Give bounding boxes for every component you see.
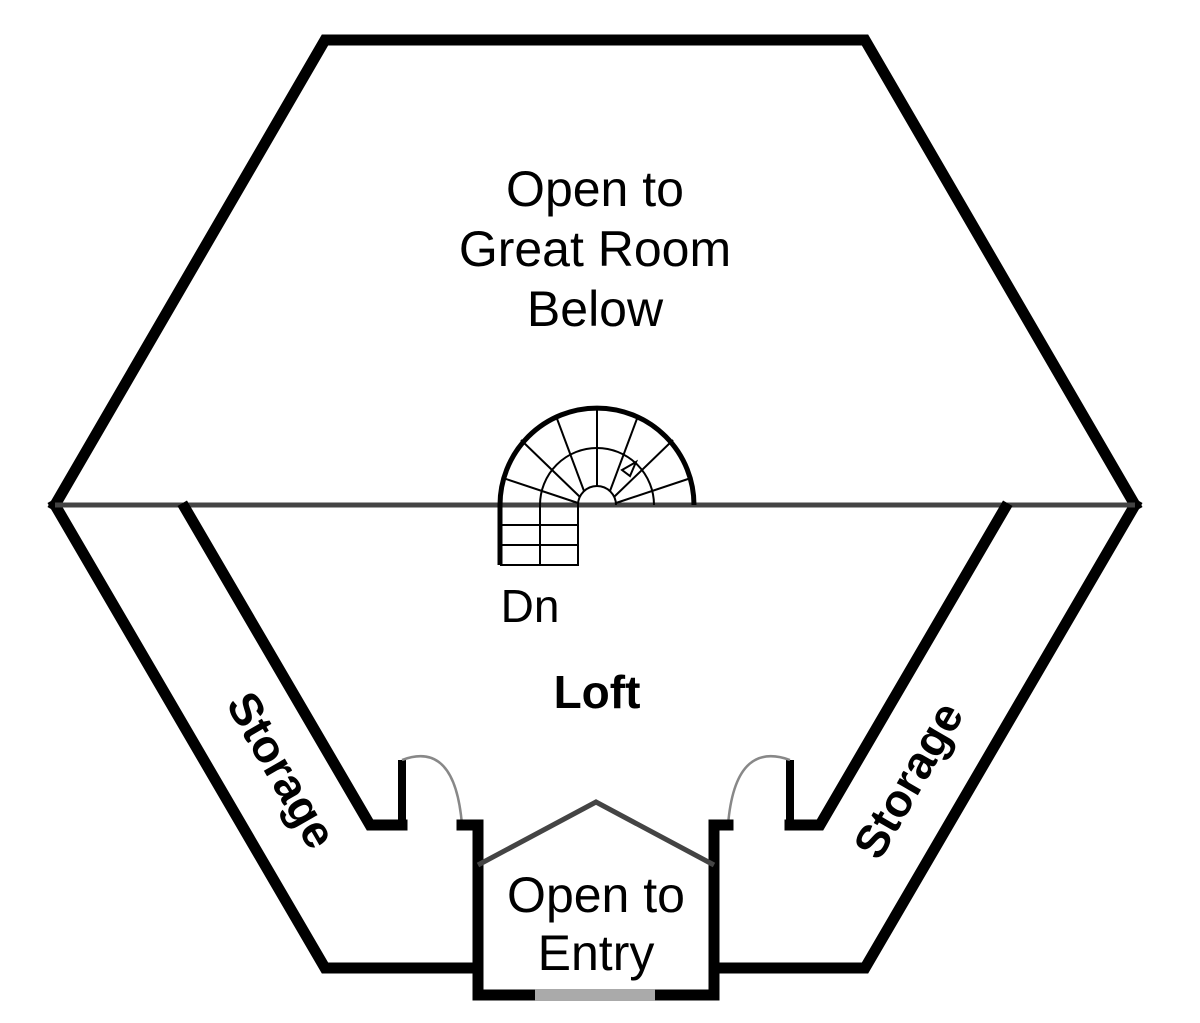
label-entry-line1: Open to (507, 867, 685, 923)
label-stairs-down: Dn (501, 580, 560, 632)
storage-right-door-swing (726, 755, 791, 826)
spiral-staircase (497, 405, 697, 566)
label-storage-left: Storage (217, 683, 348, 857)
outer-wall-right-bottom (709, 497, 1143, 974)
outer-wall-left-bottom (47, 497, 481, 974)
outer-wall-top (47, 34, 1143, 513)
label-loft: Loft (554, 666, 641, 718)
label-entry-line2: Entry (538, 925, 655, 981)
storage-left-inner-wall (177, 500, 408, 831)
label-storage-right: Storage (843, 693, 974, 867)
storage-left-door-swing (401, 755, 464, 826)
entry-wall-right (649, 819, 734, 1001)
label-great-room-line3: Below (527, 281, 664, 337)
label-great-room-line2: Great Room (459, 221, 731, 277)
label-great-room-line1: Open to (506, 161, 684, 217)
storage-right-inner-wall (784, 500, 1013, 831)
entry-wall-left (456, 819, 541, 1001)
entry-railing (476, 799, 716, 868)
